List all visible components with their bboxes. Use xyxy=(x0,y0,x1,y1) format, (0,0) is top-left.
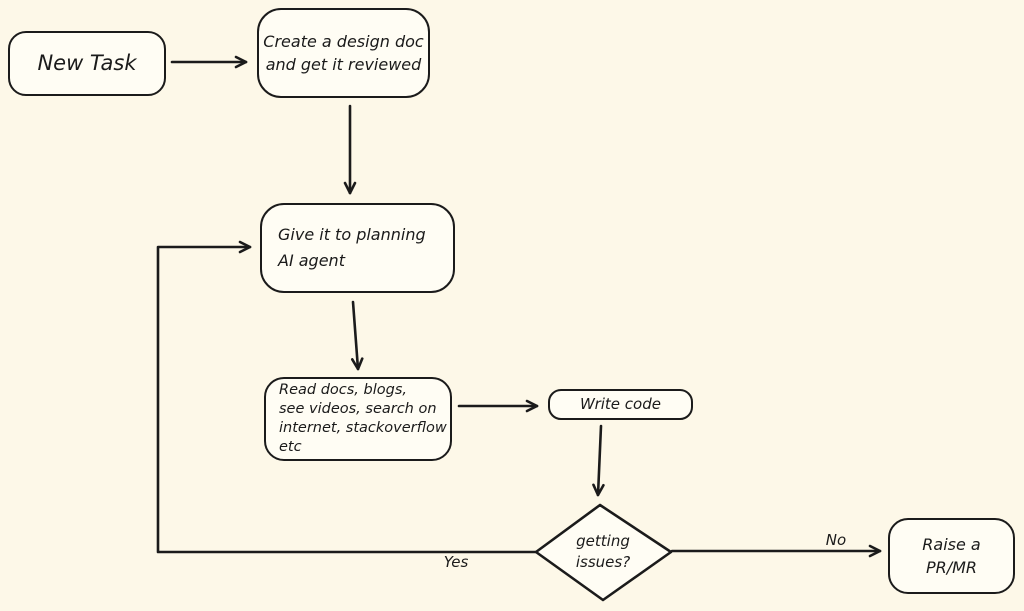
node-label: Read docs, blogs, xyxy=(279,381,407,398)
node-write-code: Write code xyxy=(548,389,693,420)
node-label: AI agent xyxy=(278,251,345,270)
node-create-design-doc: Create a design doc and get it reviewed xyxy=(257,8,430,98)
node-read-docs: Read docs, blogs, see videos, search on … xyxy=(264,377,452,461)
node-label: Create a design doc xyxy=(263,31,424,51)
node-give-to-planning-agent: Give it to planning AI agent xyxy=(260,203,455,293)
node-label: and get it reviewed xyxy=(265,55,422,74)
node-raise-pr-mr: Raise a PR/MR xyxy=(888,518,1015,594)
arrow-planning-agent-to-read-docs xyxy=(350,300,364,371)
node-label: issues? xyxy=(575,553,631,571)
arrow-write-code-to-getting-issues xyxy=(592,424,605,497)
arrow-getting-issues-yes-to-planning-agent xyxy=(156,240,538,554)
node-label: New Task xyxy=(37,51,137,76)
node-new-task: New Task xyxy=(8,31,166,96)
edge-label-yes: Yes xyxy=(443,553,469,571)
node-label: Raise a xyxy=(922,534,981,554)
node-label: Give it to planning xyxy=(278,225,426,245)
edge-label-no: No xyxy=(825,531,847,549)
node-label: getting xyxy=(576,532,630,550)
decision-getting-issues-shape xyxy=(534,503,673,602)
node-label: Write code xyxy=(580,394,661,413)
node-label: PR/MR xyxy=(925,558,978,577)
node-label: internet, stackoverflow xyxy=(279,420,447,436)
node-label: see videos, search on xyxy=(279,400,437,417)
node-label: etc xyxy=(279,439,302,456)
decision-getting-issues: getting issues? xyxy=(543,524,663,580)
